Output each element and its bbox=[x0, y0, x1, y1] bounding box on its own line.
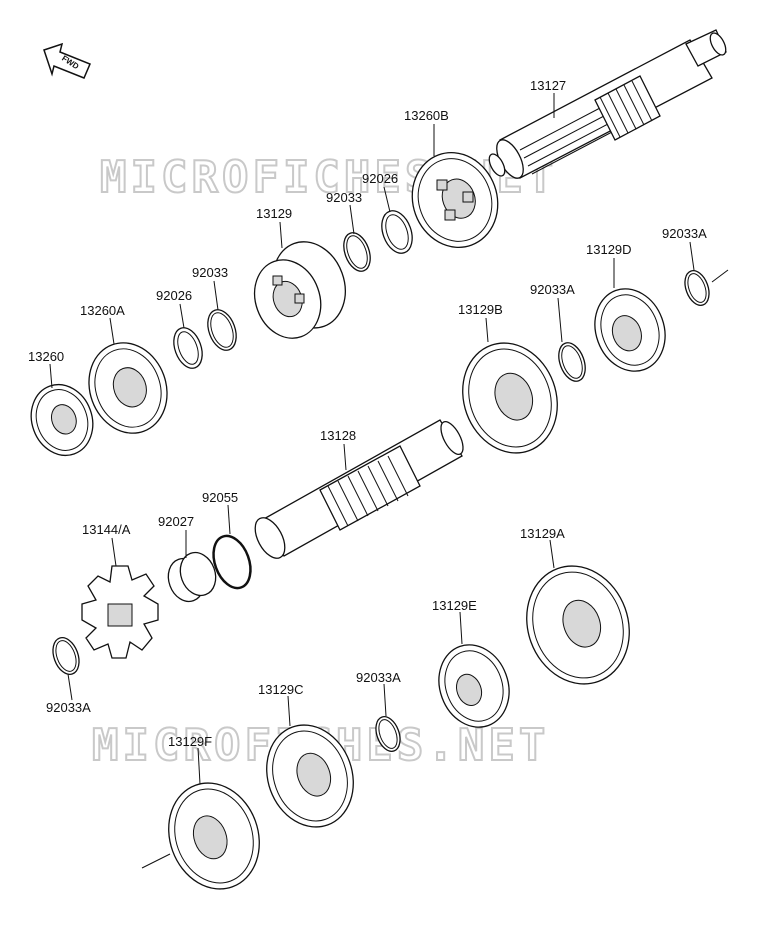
label-92026-b: 92026 bbox=[156, 288, 192, 303]
label-92026: 92026 bbox=[362, 171, 398, 186]
label-92027: 92027 bbox=[158, 514, 194, 529]
gear-13129 bbox=[253, 241, 346, 339]
washer-92026-mid bbox=[173, 327, 203, 369]
circlip-92033-mid bbox=[207, 309, 237, 351]
gear-13260A bbox=[88, 342, 168, 434]
label-13260A: 13260A bbox=[80, 303, 125, 318]
label-13129C: 13129C bbox=[258, 682, 304, 697]
label-92033: 92033 bbox=[326, 190, 362, 205]
gear-13260B bbox=[411, 152, 499, 248]
gear-13129C bbox=[266, 724, 354, 828]
circlip-92033A-mid bbox=[558, 342, 586, 382]
label-92033A-mid: 92033A bbox=[530, 282, 575, 297]
label-13129: 13129 bbox=[256, 206, 292, 221]
label-13144A: 13144/A bbox=[82, 522, 131, 537]
oring-92055 bbox=[212, 534, 252, 590]
label-13128: 13128 bbox=[320, 428, 356, 443]
fwd-arrow-icon: FWD bbox=[43, 42, 91, 79]
label-13129F: 13129F bbox=[168, 734, 212, 749]
circlip-92033A-low bbox=[375, 716, 401, 752]
circlip-92033A-left bbox=[52, 637, 80, 675]
label-13260B: 13260B bbox=[404, 108, 449, 123]
label-13129B: 13129B bbox=[458, 302, 503, 317]
label-92055: 92055 bbox=[202, 490, 238, 505]
label-13127: 13127 bbox=[530, 78, 566, 93]
gear-13129D bbox=[594, 288, 666, 372]
gear-13129B bbox=[462, 342, 558, 454]
leader-lines bbox=[49, 93, 695, 785]
part-labels: 13127 13260B 92026 92033 13129 92033 920… bbox=[28, 78, 707, 749]
sprocket-13144A bbox=[81, 565, 159, 659]
label-13129D: 13129D bbox=[586, 242, 632, 257]
shaft-13127 bbox=[488, 29, 727, 179]
label-92033-b: 92033 bbox=[192, 265, 228, 280]
gear-13129E bbox=[438, 644, 510, 728]
collar-92027 bbox=[167, 551, 217, 603]
circlip-92033-top bbox=[343, 232, 371, 272]
label-92033A-right: 92033A bbox=[662, 226, 707, 241]
washer-92026-top bbox=[381, 210, 413, 254]
label-92033A-left: 92033A bbox=[46, 700, 91, 715]
circlip-92033A-right bbox=[684, 269, 729, 306]
gear-13129A bbox=[526, 565, 630, 685]
label-13260: 13260 bbox=[28, 349, 64, 364]
gear-13260 bbox=[30, 383, 94, 457]
shaft-13128 bbox=[254, 419, 464, 559]
gear-13129F bbox=[141, 782, 260, 890]
label-13129E: 13129E bbox=[432, 598, 477, 613]
label-13129A: 13129A bbox=[520, 526, 565, 541]
label-92033A-low: 92033A bbox=[356, 670, 401, 685]
